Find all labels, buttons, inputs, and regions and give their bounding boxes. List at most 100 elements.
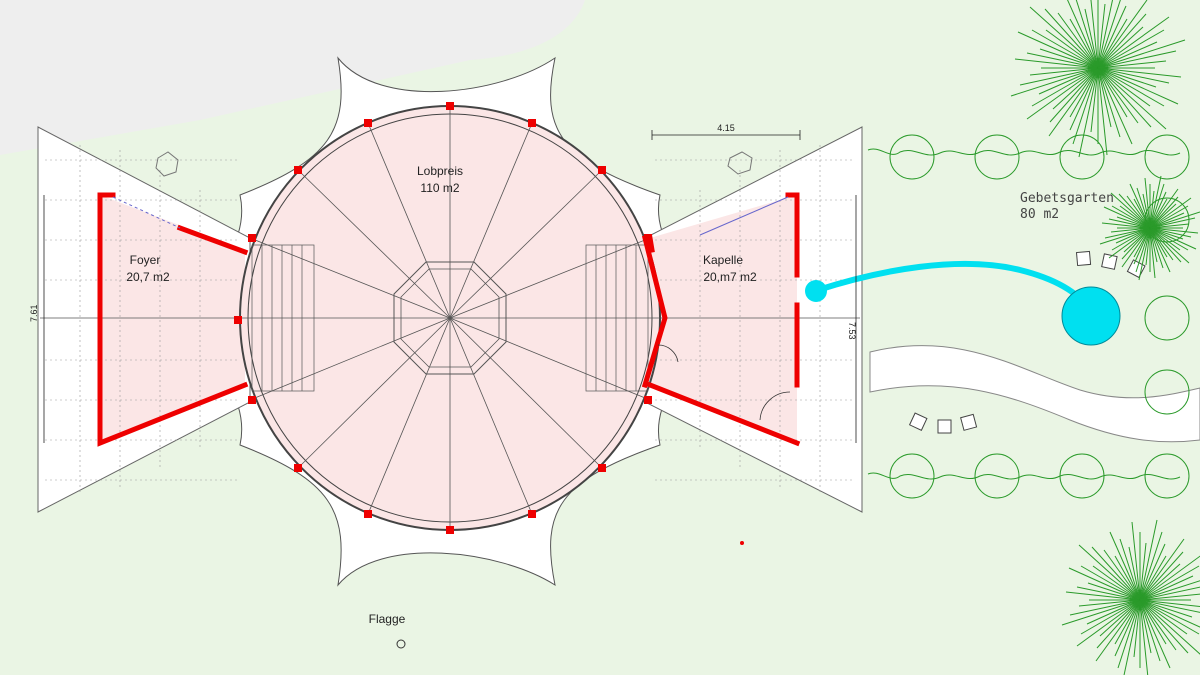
- foyer-area: 20,7 m2: [126, 270, 170, 284]
- tree-branch: [1076, 586, 1141, 601]
- tree-branch: [1139, 599, 1200, 628]
- tree-branch: [1149, 227, 1182, 263]
- red-walls: [97, 192, 801, 447]
- tree-branch: [1117, 599, 1141, 669]
- tree-branch: [1139, 599, 1149, 675]
- tree-branch: [1149, 227, 1190, 264]
- tree-branch: [1114, 555, 1141, 601]
- tree-branch: [1139, 599, 1193, 618]
- tree-branch: [1139, 599, 1200, 613]
- tree-branch: [1097, 67, 1139, 124]
- tree-branch: [1101, 222, 1151, 229]
- seating-right: [585, 244, 649, 392]
- tree-branch: [1049, 67, 1099, 123]
- tree-branch: [1139, 543, 1166, 601]
- tree-branch: [1078, 544, 1141, 601]
- tree-branch: [1149, 227, 1171, 273]
- tree-branch: [1139, 599, 1189, 654]
- tree-branch: [1097, 67, 1179, 105]
- kapelle-top-line: [699, 196, 789, 236]
- tree-branch: [1097, 60, 1167, 69]
- central-octagon-inner: [400, 268, 500, 368]
- tree-branch: [1149, 191, 1167, 229]
- tree-branch: [1123, 227, 1151, 253]
- tree-branch: [1075, 0, 1099, 69]
- tree-branch: [1097, 67, 1170, 84]
- tree-branch: [1031, 29, 1099, 69]
- tree-branch: [1026, 67, 1099, 120]
- tree-branch: [1139, 599, 1167, 645]
- tree-branch: [1136, 187, 1151, 229]
- tree-branch: [1139, 519, 1158, 601]
- lobpreis-label: Lobpreis: [417, 164, 463, 178]
- tree-branch: [1119, 205, 1151, 229]
- tree-branch: [1097, 26, 1144, 69]
- kapelle-area: 20,m7 m2: [703, 270, 757, 284]
- tree-branch: [1139, 599, 1200, 607]
- tree-branch: [1133, 599, 1141, 658]
- large-trees: [1010, 0, 1200, 675]
- tree-branch: [1076, 599, 1141, 647]
- tree-branch: [1097, 39, 1186, 69]
- tree-branch: [1110, 227, 1151, 233]
- tree-branch: [1097, 67, 1112, 128]
- tree-branch: [1149, 197, 1192, 229]
- paved-area: [0, 0, 585, 155]
- tree-branch: [1144, 177, 1151, 229]
- tree-branch: [1149, 227, 1174, 261]
- tree-branch: [1017, 31, 1099, 69]
- tree-branch: [1139, 599, 1171, 669]
- tree-branch: [1026, 52, 1099, 69]
- seating-left: [251, 244, 315, 392]
- radial-lines: [40, 106, 860, 530]
- tree-branch: [1069, 18, 1099, 69]
- tree-branch: [1128, 546, 1141, 601]
- tree-branch: [1149, 212, 1185, 229]
- tree-branch: [1139, 531, 1163, 601]
- tree-branch: [1149, 217, 1196, 229]
- tree-branch: [1031, 67, 1099, 107]
- tree-branch: [1092, 565, 1141, 601]
- tree-branch: [1097, 67, 1182, 78]
- tree-branch: [1145, 227, 1151, 266]
- tree-branch: [1069, 67, 1099, 131]
- tree-branch: [1097, 67, 1128, 118]
- foyer-entry-dash: [112, 196, 181, 229]
- tree-branch: [1133, 227, 1151, 258]
- water-source: [805, 280, 827, 302]
- tree-branch: [1139, 575, 1194, 601]
- tree-branch: [1099, 599, 1141, 637]
- tree-branch: [1149, 205, 1189, 229]
- tree-branch: [1069, 599, 1141, 616]
- tree-branch: [1078, 67, 1099, 158]
- rocks: [155, 151, 753, 177]
- tree-branch: [1097, 50, 1177, 69]
- tree-branch: [1097, 67, 1133, 145]
- tree-branch: [1139, 563, 1181, 601]
- tree-branch: [1097, 0, 1148, 69]
- tree-branch: [1135, 227, 1151, 273]
- tree-branch: [1097, 29, 1165, 69]
- tree-branch: [1139, 593, 1200, 601]
- walkway: [869, 345, 1200, 443]
- tree-branch: [1114, 599, 1141, 657]
- lobpreis-area: 110 m2: [420, 181, 459, 195]
- tree-branch: [1139, 599, 1152, 654]
- tree-branch: [1045, 29, 1099, 69]
- tree-branch: [1115, 227, 1151, 244]
- foyer-room: [100, 195, 245, 443]
- tree-branch: [1139, 599, 1161, 662]
- tree-branch: [1052, 67, 1099, 110]
- tree-branch: [1103, 206, 1151, 229]
- tree-branch: [1097, 16, 1170, 69]
- tree-branch: [1086, 599, 1141, 625]
- tree-branch: [1149, 188, 1179, 229]
- tree-branch: [1142, 193, 1151, 229]
- tree-branch: [1126, 195, 1151, 229]
- tree-branch: [1139, 565, 1200, 601]
- tree-branch: [1121, 227, 1151, 268]
- tree-branch: [1067, 0, 1099, 69]
- tree-branch: [1139, 580, 1200, 601]
- tree-branch: [1138, 227, 1151, 281]
- door-arc-2: [657, 344, 679, 363]
